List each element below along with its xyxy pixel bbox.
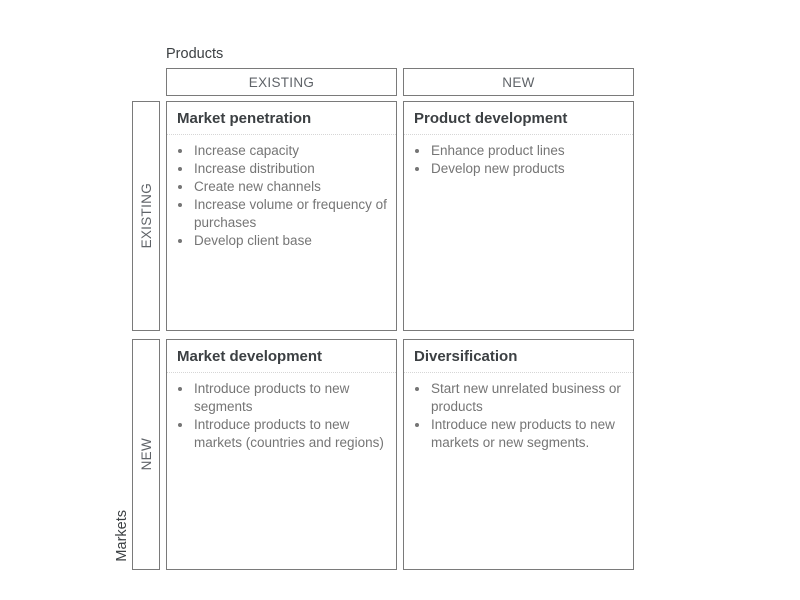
list-item: Introduce products to new segments: [193, 380, 388, 416]
quadrant-diversification: Diversification Start new unrelated busi…: [403, 339, 634, 570]
quadrant-market-development: Market development Introduce products to…: [166, 339, 397, 570]
column-header-existing-label: EXISTING: [248, 74, 315, 90]
column-header-existing: EXISTING: [166, 68, 397, 96]
quadrant-title: Market development: [167, 340, 396, 373]
list-item: Introduce new products to new markets or…: [430, 416, 625, 452]
row-header-new-label: NEW: [138, 438, 154, 471]
list-item: Create new channels: [193, 178, 388, 196]
list-item: Introduce products to new markets (count…: [193, 416, 388, 452]
row-header-existing: EXISTING: [132, 101, 160, 331]
markets-axis-label: Markets: [114, 510, 130, 562]
quadrant-item-list: Start new unrelated business or products…: [414, 380, 625, 452]
quadrant-item-list: Introduce products to new segments Intro…: [177, 380, 388, 452]
quadrant-market-penetration: Market penetration Increase capacity Inc…: [166, 101, 397, 331]
quadrant-item-list: Increase capacity Increase distribution …: [177, 142, 388, 250]
row-header-new: NEW: [132, 339, 160, 570]
quadrant-title: Product development: [404, 102, 633, 135]
list-item: Increase distribution: [193, 160, 388, 178]
list-item: Increase capacity: [193, 142, 388, 160]
list-item: Enhance product lines: [430, 142, 625, 160]
quadrant-title: Diversification: [404, 340, 633, 373]
quadrant-title: Market penetration: [167, 102, 396, 135]
list-item: Develop new products: [430, 160, 625, 178]
column-header-new-label: NEW: [502, 74, 535, 90]
list-item: Increase volume or frequency of purchase…: [193, 196, 388, 232]
list-item: Start new unrelated business or products: [430, 380, 625, 416]
markets-axis-label-wrap: Markets: [108, 502, 130, 570]
row-header-existing-label: EXISTING: [138, 183, 154, 249]
list-item: Develop client base: [193, 232, 388, 250]
column-header-new: NEW: [403, 68, 634, 96]
quadrant-item-list: Enhance product lines Develop new produc…: [414, 142, 625, 178]
products-axis-label: Products: [166, 46, 224, 62]
quadrant-product-development: Product development Enhance product line…: [403, 101, 634, 331]
